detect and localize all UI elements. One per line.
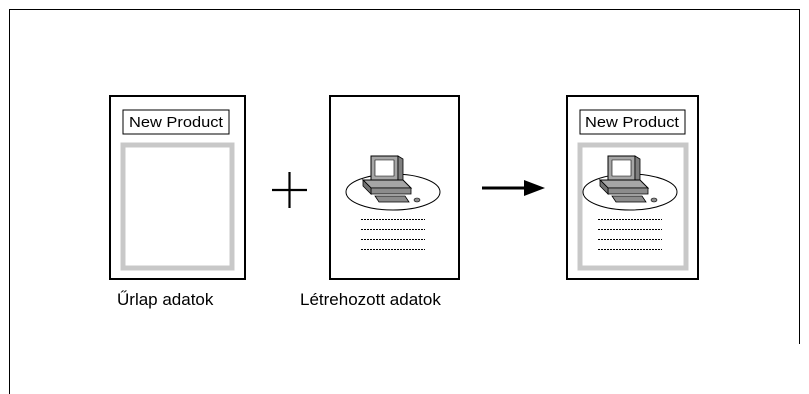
arrow-right-icon: [482, 180, 545, 196]
caption-generated-data: Létrehozott adatok: [300, 290, 441, 309]
caption-form-data: Űrlap adatok: [117, 290, 214, 309]
plus-icon: [272, 172, 307, 208]
form-document: New Product: [109, 95, 246, 280]
result-title: New Product: [585, 114, 680, 131]
result-title-box: [579, 109, 686, 135]
form-title: New Product: [129, 114, 224, 131]
form-title-box: [122, 109, 230, 135]
result-document: New Product: [566, 95, 699, 280]
generated-document: [329, 95, 460, 280]
form-placeholder-area: [120, 142, 235, 271]
